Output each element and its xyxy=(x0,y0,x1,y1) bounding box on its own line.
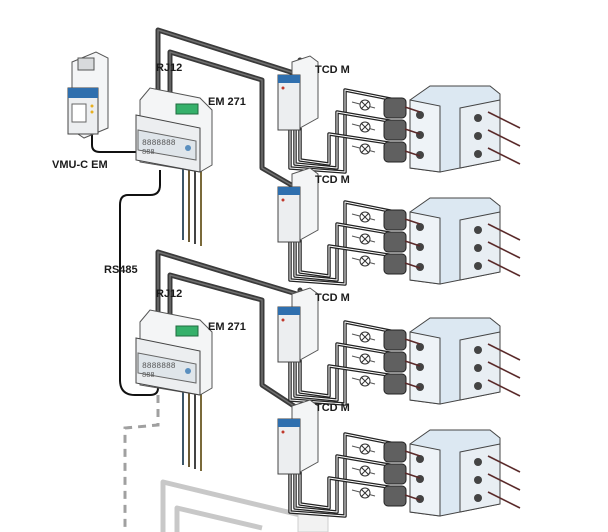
tcd-m-module-4 xyxy=(277,399,319,475)
rj12-cable-em2-tcd4 xyxy=(167,272,303,413)
vmu-c-em-device xyxy=(67,51,109,139)
current-transformer xyxy=(383,351,407,373)
tcd-row-3 xyxy=(277,287,521,406)
svg-text:888: 888 xyxy=(142,149,155,157)
em1-voltage-wires xyxy=(182,160,202,246)
label-rj12-top: RJ12 xyxy=(156,62,182,74)
rj12-cable-em1-tcd2 xyxy=(167,49,303,193)
ct-cables-1 xyxy=(288,88,396,174)
label-tcd-m-4: TCD M xyxy=(315,402,350,414)
tcd-m-module-2 xyxy=(277,167,319,243)
tcd-row-4 xyxy=(277,399,521,518)
current-transformer xyxy=(383,231,407,253)
lamp-icon xyxy=(351,143,376,155)
current-transformer xyxy=(383,253,407,275)
lamp-icon xyxy=(351,487,376,499)
ghost-next-meter xyxy=(160,479,329,532)
breaker-3pole-3 xyxy=(404,317,521,405)
lamp-icon xyxy=(351,443,376,455)
label-vmu-c-em: VMU-C EM xyxy=(52,159,108,171)
current-transformer xyxy=(383,441,407,463)
breaker-3pole-4 xyxy=(404,429,521,517)
svg-text:888: 888 xyxy=(142,372,155,380)
svg-text:8888888: 8888888 xyxy=(142,139,176,148)
current-transformer xyxy=(383,209,407,231)
current-transformer xyxy=(383,141,407,163)
label-tcd-m-2: TCD M xyxy=(315,174,350,186)
tcd-row-2 xyxy=(277,167,521,286)
current-transformer xyxy=(383,373,407,395)
current-transformer xyxy=(383,119,407,141)
label-em271-top: EM 271 xyxy=(208,96,246,108)
current-transformer xyxy=(383,485,407,507)
current-transformer xyxy=(383,97,407,119)
label-tcd-m-3: TCD M xyxy=(315,292,350,304)
label-em271-bottom: EM 271 xyxy=(208,321,246,333)
label-rj12-bottom: RJ12 xyxy=(156,288,182,300)
label-tcd-m-1: TCD M xyxy=(315,64,350,76)
lamp-icon xyxy=(351,465,376,477)
current-transformer xyxy=(383,329,407,351)
breaker-3pole-1 xyxy=(404,85,521,173)
current-transformer xyxy=(383,463,407,485)
tcd-row-1 xyxy=(277,55,521,174)
tcd-m-module-1 xyxy=(277,55,319,131)
rs485-cable xyxy=(119,170,161,396)
lamp-icon xyxy=(351,121,376,133)
lamp-icon xyxy=(351,211,376,223)
breaker-3pole-2 xyxy=(404,197,521,285)
lamp-icon xyxy=(351,375,376,387)
svg-text:8888888: 8888888 xyxy=(142,362,176,371)
rs485-continuation-dashed xyxy=(123,395,160,532)
lamp-icon xyxy=(351,255,376,267)
lamp-icon xyxy=(351,233,376,245)
vmu-to-em1-cable xyxy=(91,135,140,153)
em271-meter-bottom: 8888888 888 xyxy=(135,309,213,396)
em271-meter-top: 8888888 888 xyxy=(135,87,213,173)
lamp-icon xyxy=(351,331,376,343)
ct-cables-2 xyxy=(288,200,396,286)
tcd-m-module-3 xyxy=(277,287,319,363)
ct-cables-4 xyxy=(288,432,396,518)
label-rs485: RS485 xyxy=(104,264,138,276)
ct-cables-3 xyxy=(288,320,396,406)
lamp-icon xyxy=(351,99,376,111)
lamp-icon xyxy=(351,353,376,365)
em2-voltage-wires xyxy=(182,385,202,471)
